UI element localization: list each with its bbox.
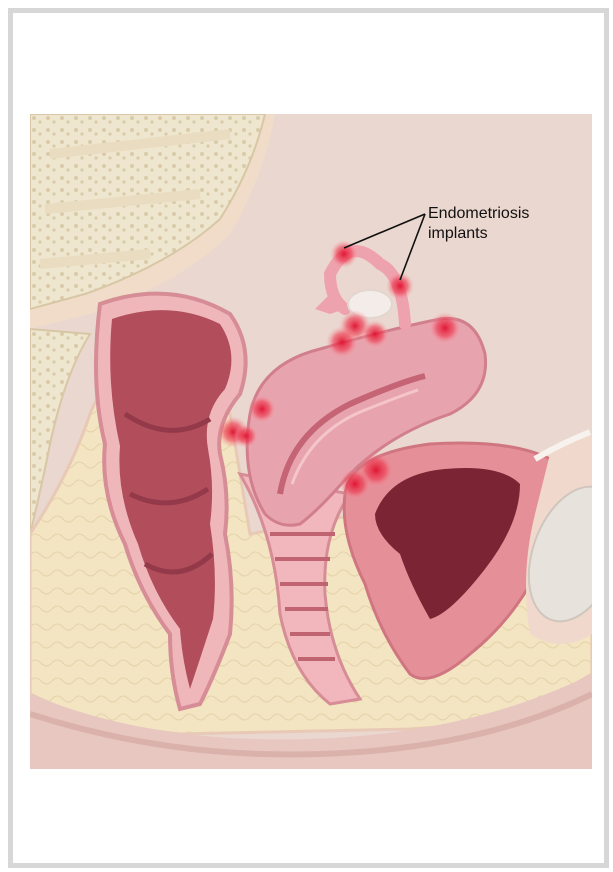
label-line-2: implants: [428, 224, 529, 244]
implants-label: Endometriosis implants: [428, 204, 529, 244]
label-line-1: Endometriosis: [428, 204, 529, 224]
